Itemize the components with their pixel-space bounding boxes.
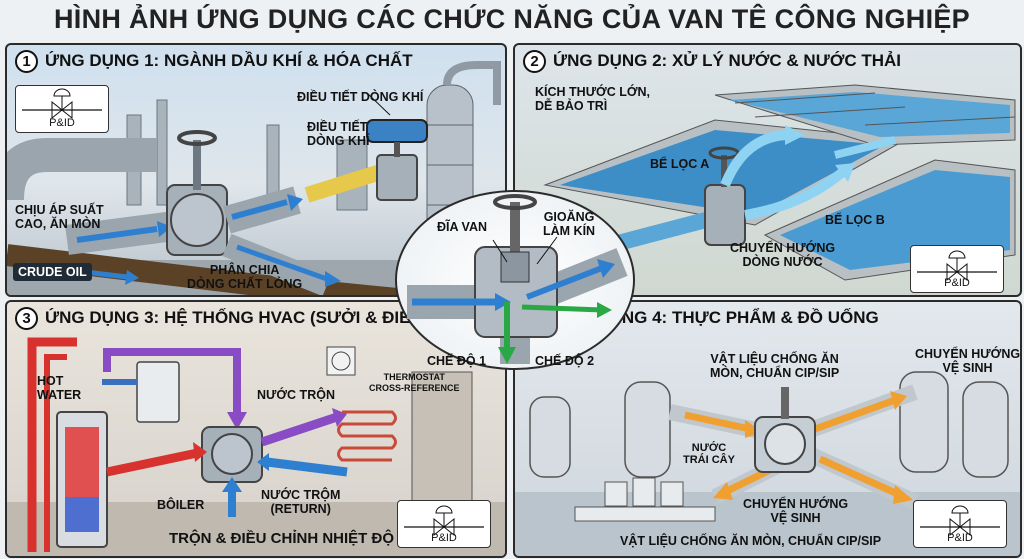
fan-icon [326,346,356,376]
pid-valve-icon [22,88,102,120]
label-return-water: NƯỚC TRỘM(RETURN) [261,488,341,516]
label-boiler: BÔILER [157,498,205,512]
label-mode-2: CHẾ ĐỘ 2 [535,354,595,368]
label-crude-oil: CRUDE OIL [13,263,92,281]
panel-food-beverage: 4ỨNG DỤNG 4: THỰC PHẨM & ĐỒ UỐNG VẬT LIỆ… [513,300,1022,558]
label-valve-disc: ĐĨA VAN [437,220,487,234]
tank-icon [529,396,571,478]
label-mix-control: TRỘN & ĐIỀU CHỈNH NHIỆT ĐỘ [169,530,394,547]
pid-valve-icon [917,250,997,282]
radiator-coil-icon [337,410,397,462]
pid-valve-icon [920,505,1000,537]
conveyor-icon [574,477,716,522]
pid-valve-icon [404,505,484,537]
label-flow-regulation-1: ĐIỀU TIẾT DÒNG KHÍ [297,90,424,104]
tee-valve-cutaway-illustration [407,194,628,364]
label-filter-tank-b: BỂ LỌC B [825,213,885,227]
label-mixed-water: NƯỚC TRỘN [257,388,335,402]
page-title: HÌNH ẢNH ỨNG DỤNG CÁC CHỨC NĂNG CỦA VAN … [53,4,970,34]
tank-icon [624,381,671,478]
pid-valve-symbol: P&ID [913,500,1007,548]
label-material-bottom: VẬT LIỆU CHỐNG ĂN MÒN, CHUẨN CIP/SIP [620,534,882,548]
pid-valve-symbol: P&ID [910,245,1004,293]
label-large-size: KÍCH THƯỚC LỚN,DỄ BẢO TRÌ [535,85,651,113]
label-filter-tank-a: BỂ LỌC A [650,157,710,171]
pid-valve-symbol: P&ID [15,85,109,133]
label-mode-1: CHẾ ĐỘ 1 [427,354,487,368]
actuator-icon [366,119,428,143]
pid-valve-symbol: P&ID [397,500,491,548]
door-icon [411,371,473,503]
tank-icon [962,381,1009,478]
